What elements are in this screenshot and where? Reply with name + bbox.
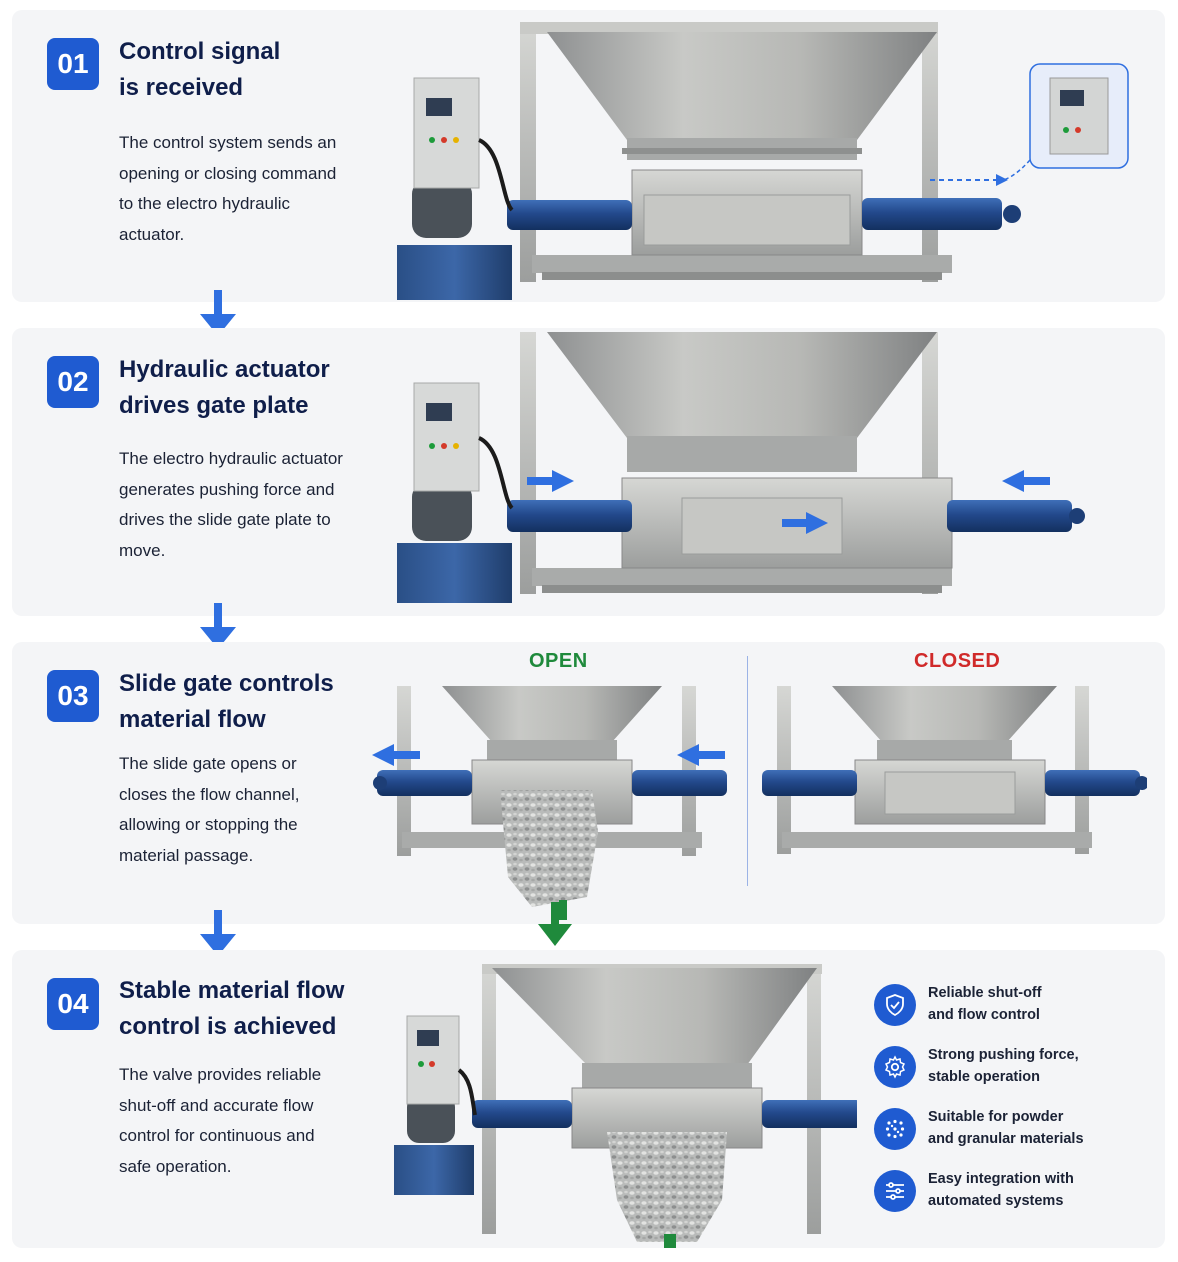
shield-check-icon xyxy=(874,984,916,1026)
step-number-badge: 02 xyxy=(47,356,99,408)
gear-icon xyxy=(874,1046,916,1088)
granules-icon xyxy=(874,1108,916,1150)
step-description: The control system sends an opening or c… xyxy=(119,133,337,244)
sliders-icon xyxy=(874,1170,916,1212)
valve-illustration-2 xyxy=(397,332,1085,603)
open-state-label: OPEN xyxy=(529,650,588,672)
closed-state-label: CLOSED xyxy=(914,650,1001,672)
step-number-badge: 03 xyxy=(47,670,99,722)
flow-down-arrow-icon xyxy=(538,902,572,946)
step-number-badge: 01 xyxy=(47,38,99,90)
down-arrow-icon xyxy=(200,290,236,336)
step-number-badge: 04 xyxy=(47,978,99,1030)
down-arrow-icon xyxy=(200,603,236,649)
step-description: The valve provides reliable shut-off and… xyxy=(119,1065,322,1176)
divider xyxy=(747,656,748,886)
down-arrow-icon xyxy=(200,910,236,956)
feature-text: Strong pushing force,stable operation xyxy=(928,1047,1079,1085)
closed-valve-illustration xyxy=(762,686,1147,854)
valve-illustration-1 xyxy=(397,22,1129,300)
step-description: The electro hydraulic actuator generates… xyxy=(119,449,343,560)
open-valve-illustration xyxy=(372,686,727,920)
step-description: The slide gate opens or closes the flow … xyxy=(119,754,300,865)
valve-illustration-4 xyxy=(394,964,857,1248)
feature-item: Strong pushing force,stable operation xyxy=(874,1044,1134,1090)
